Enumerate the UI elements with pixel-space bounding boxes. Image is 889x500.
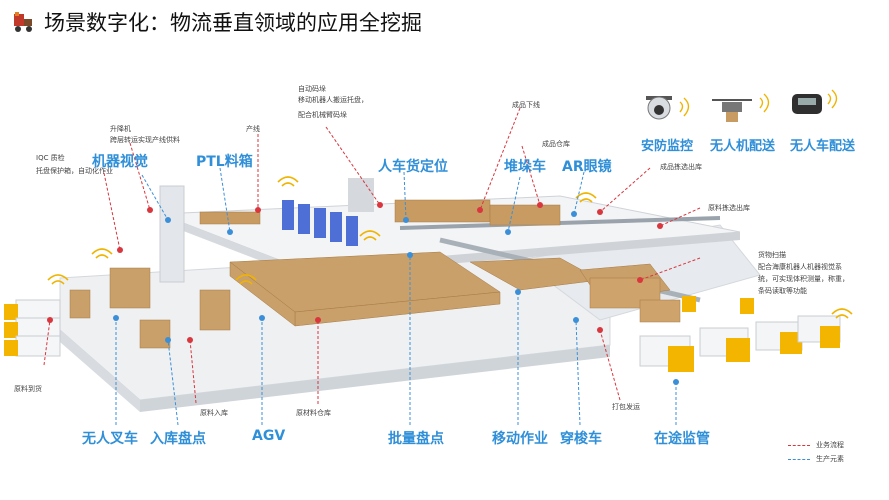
raw-inbound-label: 原料入库	[200, 409, 228, 417]
lifter-title: 升降机	[110, 125, 131, 133]
raw-receive-label: 原料到货	[14, 385, 42, 393]
stacker-label: 堆垛车	[504, 159, 546, 175]
ar-glasses-label: AR眼镜	[562, 159, 612, 175]
shuttle-label: 穿梭车	[560, 431, 602, 447]
iqc-title: IQC 质检	[36, 154, 65, 162]
transit-label: 在途监管	[654, 431, 710, 447]
pack-ship-label: 打包发运	[612, 403, 640, 411]
legend-business-swatch	[788, 444, 810, 446]
raw-storage-label: 原材料仓库	[296, 409, 331, 417]
finished-warehouse-label: 成品仓库	[542, 140, 570, 148]
raw-outbound-label: 原料拣选出库	[708, 204, 750, 212]
scan-desc-2: 统，可实现体积测量，称重，	[758, 275, 849, 283]
forklift-cart-icon	[12, 11, 38, 33]
legend-business: 业务流程	[788, 438, 844, 452]
legend: 业务流程 生产元素	[788, 438, 844, 466]
finished-outbound-label: 成品拣选出库	[660, 163, 702, 171]
drone-icon	[712, 99, 752, 122]
drone-label: 无人机配送	[710, 139, 776, 154]
legend-production-swatch	[788, 458, 810, 460]
security-label: 安防监控	[641, 139, 694, 154]
title-text: 场景数字化：物流垂直领域的应用全挖掘	[44, 11, 422, 35]
agv-label: AGV	[252, 428, 286, 444]
person-car-label: 人车货定位	[378, 159, 448, 175]
page-title: 场景数字化：物流垂直领域的应用全挖掘	[12, 10, 482, 37]
production-line-label: 产线	[246, 125, 260, 133]
machine-vision-label: 机器视觉	[92, 154, 148, 170]
mobile-work-label: 移动作业	[492, 431, 548, 447]
auto-pick-desc-1: 移动机器人搬运托盘，	[298, 96, 368, 104]
batch-check-label: 批量盘点	[388, 431, 444, 447]
unmanned-vehicle-icon	[792, 94, 822, 114]
legend-production-label: 生产元素	[816, 455, 844, 463]
security-camera-icon	[646, 96, 672, 120]
iqc-desc: 托盘保护箱，自动化作业	[36, 167, 113, 175]
auto-pick-desc-2: 配合机械臂码垛	[298, 111, 347, 119]
legend-business-label: 业务流程	[816, 441, 844, 449]
finished-line-label: 成品下线	[512, 101, 540, 109]
ptl-label: PTL料箱	[196, 154, 253, 170]
unmanned-car-label: 无人车配送	[790, 139, 856, 154]
scan-desc-3: 条码读取等功能	[758, 287, 807, 295]
auto-pick-title: 自动码垛	[298, 85, 326, 93]
forklift-label: 无人叉车	[82, 431, 138, 447]
lifter-desc: 跨层转运实现产线供料	[110, 136, 180, 144]
scan-desc-1: 配合海康机器人机器视觉系	[758, 263, 842, 271]
legend-production: 生产元素	[788, 452, 844, 466]
scan-title: 货物扫描	[758, 251, 786, 259]
inbound-check-label: 入库盘点	[150, 431, 206, 447]
